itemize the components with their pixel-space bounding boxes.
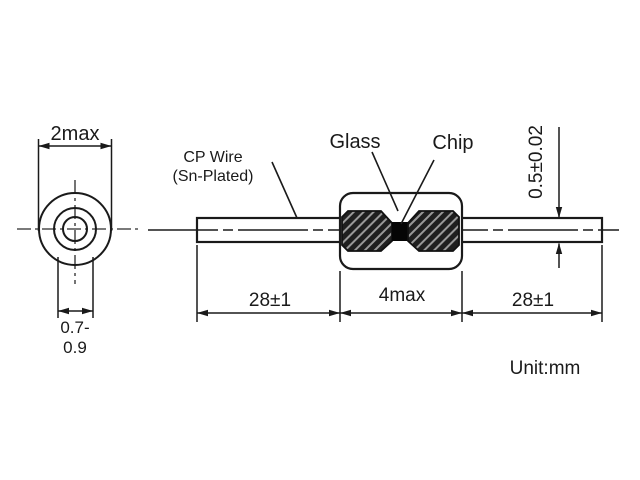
glass-leader-line [371,151,399,212]
chip-callout: Chip [400,132,474,225]
wire-thickness-label: 0.5±0.02 [526,125,547,199]
wire-diameter-label-line1: 0.7- [60,318,89,337]
arrow-right-icon [100,142,112,150]
chip-leader-line [400,159,435,225]
wire-leader-line [271,161,298,219]
wire-circle [62,216,88,242]
arrow-left-icon [462,309,473,317]
chip [392,222,408,241]
wire-material-label-line1: CP Wire [183,149,242,166]
arrow-down-icon [555,207,563,218]
right-electrode [407,210,460,252]
side-view: CP Wire (Sn-Plated) Glass Chip 0.5±0.02 [148,125,619,322]
dimension-wire-diameter: 0.7- 0.9 [57,257,94,357]
wire-material-label-line2: (Sn-Plated) [173,168,254,185]
dimension-wire-thickness: 0.5±0.02 [526,125,563,268]
body-middle-circle [53,207,97,251]
arrow-left-icon [38,142,50,150]
arrow-left-icon [197,309,208,317]
arrow-right-icon [451,309,462,317]
body-outer-circle [38,192,112,266]
outer-diameter-label: 2max [51,123,100,145]
right-lead-length-label: 28±1 [512,290,554,311]
dimension-lengths: 28±1 4max 28±1 [196,245,603,322]
dimension-outer-diameter: 2max [37,123,113,231]
arrow-right-icon [329,309,340,317]
wire-diameter-label-line2: 0.9 [63,338,87,357]
body-length-label: 4max [379,285,426,306]
arrow-left-icon [340,309,351,317]
arrow-up-icon [555,243,563,254]
left-lead-length-label: 28±1 [249,290,291,311]
arrow-right-icon [591,309,602,317]
unit-note: Unit:mm [510,358,581,379]
arrow-right-icon [82,307,93,315]
left-electrode [341,210,393,252]
glass-label: Glass [329,131,380,153]
front-view: 2max 0.7- 0.9 [17,123,139,357]
chip-label: Chip [432,132,473,154]
glass-callout: Glass [329,131,399,212]
wire-material-callout: CP Wire (Sn-Plated) [173,149,298,219]
arrow-left-icon [58,307,69,315]
